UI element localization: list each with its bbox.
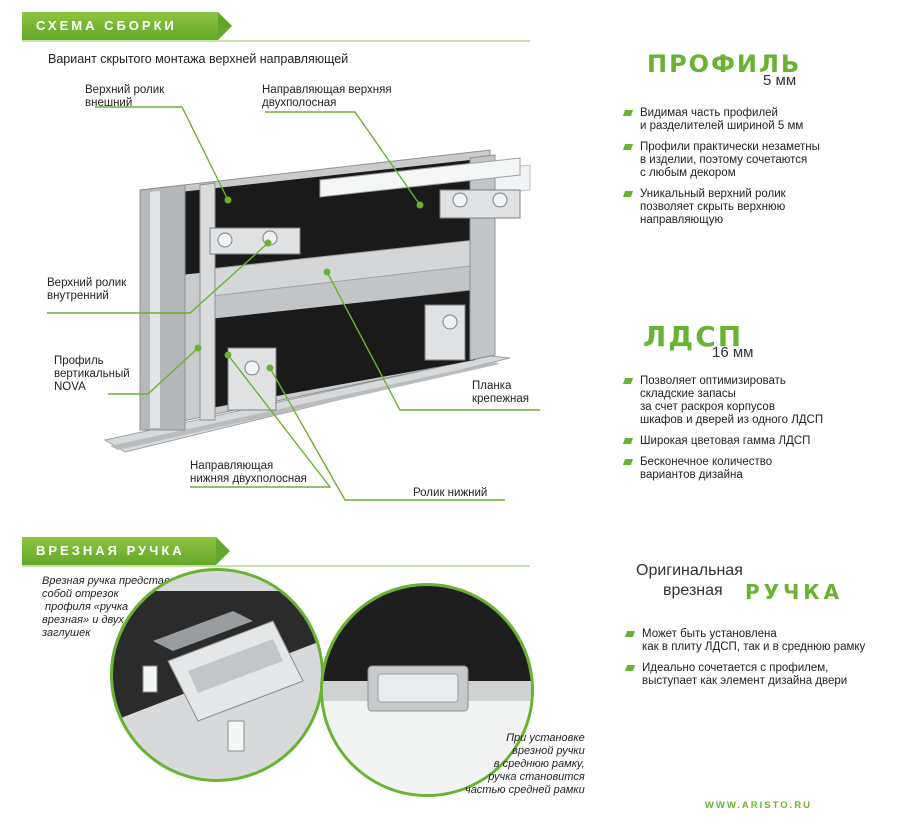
handle-bullets: Может быть установлена как в плиту ЛДСП,… xyxy=(622,628,892,696)
list-item: Может быть установлена как в плиту ЛДСП,… xyxy=(622,628,892,654)
vertical-profile-left xyxy=(139,184,186,431)
assembly-tab: СХЕМА СБОРКИ xyxy=(22,12,232,40)
bullet-icon xyxy=(622,378,634,384)
vertical-profile-right xyxy=(469,154,496,361)
bullet-icon xyxy=(622,438,634,444)
label-mounting-plank: Планка крепежная xyxy=(472,380,529,405)
handle-title-line1: Оригинальная xyxy=(636,562,743,579)
bullet-icon xyxy=(622,144,634,150)
label-top-roller-inner: Верхний ролик внутренний xyxy=(47,277,127,302)
label-top-roller-outer: Верхний ролик внешний xyxy=(85,84,165,109)
label-bottom-roller: Ролик нижний xyxy=(413,487,488,499)
profile-title: ПРОФИЛЬ xyxy=(647,50,802,78)
ldsp-subtitle: 16 мм xyxy=(712,344,754,361)
list-item: Позволяет оптимизировать складские запас… xyxy=(620,375,870,427)
handle-installation-note: При установке врезной ручки в среднюю ра… xyxy=(465,732,585,796)
list-item: Идеально сочетается с профилем, выступае… xyxy=(622,662,892,688)
profile-subtitle: 5 мм xyxy=(763,72,797,89)
handle-title-line2: врезная xyxy=(663,582,723,599)
list-item: Видимая часть профилей и разделителей ши… xyxy=(620,107,870,133)
top-guide xyxy=(319,157,521,198)
bullet-icon xyxy=(624,631,636,637)
ldsp-bullets: Позволяет оптимизировать складские запас… xyxy=(620,375,870,490)
handle-detail-illustration xyxy=(113,591,321,752)
handle-tab-underline xyxy=(22,565,530,567)
profile-bullets: Видимая часть профилей и разделителей ши… xyxy=(620,107,870,235)
handle-detail-circle xyxy=(110,568,324,782)
bottom-roller-left xyxy=(227,347,277,411)
handle-title-word: РУЧКА xyxy=(745,580,844,604)
label-profile-nova: Профиль вертикальный NOVA xyxy=(54,355,130,393)
handle-installed-circle xyxy=(320,583,534,797)
label-bottom-guide: Направляющая нижняя двухполосная xyxy=(190,460,307,485)
assembly-tab-underline xyxy=(22,40,530,42)
footer-url[interactable]: WWW.ARISTO.RU xyxy=(704,800,812,811)
list-item: Профили практически незаметны в изделии,… xyxy=(620,141,870,180)
list-item: Бесконечное количество вариантов дизайна xyxy=(620,456,870,482)
bullet-icon xyxy=(622,110,634,116)
bullet-icon xyxy=(622,191,634,197)
bullet-icon xyxy=(624,665,636,671)
ldsp-title: ЛДСП xyxy=(643,320,744,353)
list-item: Уникальный верхний ролик позволяет скрыт… xyxy=(620,188,870,227)
handle-tab: ВРЕЗНАЯ РУЧКА xyxy=(22,537,230,565)
label-top-guide: Направляющая верхняя двухполосная xyxy=(262,84,392,109)
top-roller-right xyxy=(439,189,521,219)
list-item: Широкая цветовая гамма ЛДСП xyxy=(620,435,870,448)
bottom-roller-right xyxy=(424,304,466,361)
bullet-icon xyxy=(622,459,634,465)
top-roller-left xyxy=(209,227,301,255)
assembly-subtitle: Вариант скрытого монтажа верхней направл… xyxy=(48,52,349,66)
assembly-diagram xyxy=(47,106,540,501)
